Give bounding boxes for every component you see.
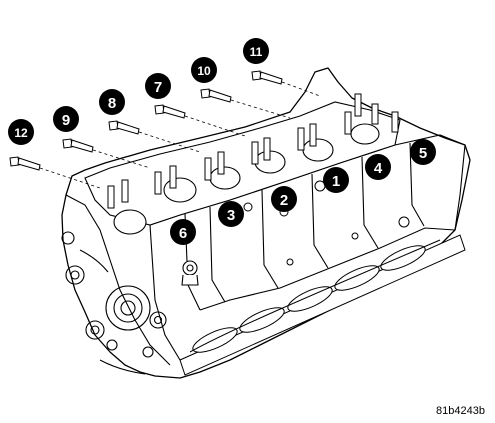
callout-9: 9 (53, 106, 79, 132)
callout-4-label: 4 (374, 160, 383, 177)
callout-8: 8 (99, 89, 125, 115)
callout-3: 3 (218, 201, 244, 227)
callout-6-label: 6 (179, 225, 187, 242)
callout-11-label: 11 (250, 45, 263, 59)
head-bolt-holes (243, 180, 410, 266)
valve-studs (107, 93, 399, 209)
bolt-11 (251, 70, 283, 85)
callout-5-label: 5 (419, 145, 427, 162)
bolt-8 (108, 120, 140, 135)
bolt-alignment-lines (39, 81, 321, 189)
callout-7-label: 7 (154, 79, 162, 96)
callout-markers: 1 2 3 4 5 6 7 8 9 10 11 12 (8, 38, 436, 245)
bolt-12 (9, 156, 41, 171)
callout-11: 11 (243, 38, 269, 64)
callout-6: 6 (170, 219, 196, 245)
callout-3-label: 3 (227, 207, 235, 224)
figure-id-label: 81b4243b (436, 405, 485, 417)
callout-7: 7 (145, 73, 171, 99)
callout-10: 10 (191, 57, 217, 83)
callout-1: 1 (323, 167, 349, 193)
callout-1-label: 1 (332, 173, 340, 190)
callout-12: 12 (8, 119, 34, 145)
lower-deck-openings (179, 234, 466, 376)
callout-2: 2 (271, 186, 297, 212)
block-front-face (61, 194, 171, 375)
callout-2-label: 2 (280, 192, 288, 209)
callout-9-label: 9 (62, 112, 70, 129)
callout-10-label: 10 (197, 64, 211, 78)
bolt-10 (200, 88, 232, 103)
bolt-7 (154, 104, 186, 119)
bolt-9 (62, 138, 94, 153)
callout-5: 5 (410, 139, 436, 165)
callout-4: 4 (365, 154, 391, 180)
sensor-fitting (181, 260, 199, 286)
cylinder-head-bolts (9, 70, 283, 171)
callout-8-label: 8 (108, 95, 116, 112)
callout-12-label: 12 (14, 126, 28, 140)
